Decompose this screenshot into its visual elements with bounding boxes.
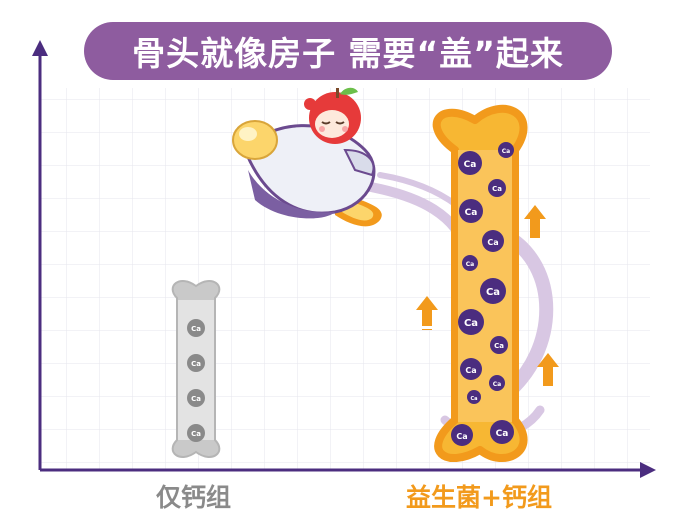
svg-text:Ca: Ca [502, 148, 510, 155]
calcium-icon: Ca [490, 420, 514, 444]
svg-text:Ca: Ca [466, 261, 474, 268]
svg-text:Ca: Ca [470, 396, 477, 402]
calcium-icon: Ca [458, 151, 482, 175]
calcium-icon: Ca [459, 199, 483, 223]
svg-text:Ca: Ca [456, 432, 467, 441]
up-arrow-icon [537, 353, 559, 386]
calcium-icon: Ca [482, 230, 504, 252]
y-axis-arrow-icon [32, 40, 48, 56]
label-probiotic-calcium: 益生菌+钙组 [406, 483, 552, 512]
x-axis-arrow-icon [640, 462, 656, 478]
calcium-icon: Ca [480, 278, 506, 304]
up-arrow-icon [416, 296, 438, 330]
calcium-icon: Ca [187, 354, 205, 372]
calcium-icon: Ca [490, 336, 508, 354]
label-calcium-only: 仅钙组 [156, 483, 232, 512]
calcium-icon: Ca [462, 255, 478, 271]
calcium-icon: Ca [458, 309, 484, 335]
calcium-icon: Ca [489, 375, 505, 391]
calcium-icon: Ca [187, 319, 205, 337]
svg-text:Ca: Ca [494, 342, 504, 350]
svg-text:Ca: Ca [191, 430, 201, 438]
svg-text:Ca: Ca [191, 395, 201, 403]
svg-text:Ca: Ca [465, 366, 476, 375]
page-title: 骨头就像房子 需要“盖”起来 [84, 22, 612, 80]
svg-text:Ca: Ca [493, 381, 501, 388]
calcium-icon: Ca [488, 179, 506, 197]
svg-text:Ca: Ca [492, 185, 502, 193]
calcium-icon: Ca [187, 424, 205, 442]
calcium-icon: Ca [460, 358, 482, 380]
apple-mascot-icon [304, 87, 361, 144]
right-bone-calcium: Ca Ca Ca Ca Ca Ca Ca Ca Ca Ca Ca Ca Ca C… [451, 142, 514, 446]
up-arrow-icon [524, 205, 546, 238]
svg-text:Ca: Ca [487, 238, 498, 247]
calcium-icon: Ca [467, 390, 481, 404]
svg-text:Ca: Ca [191, 360, 201, 368]
svg-text:Ca: Ca [465, 208, 478, 218]
svg-text:Ca: Ca [496, 429, 509, 439]
calcium-icon: Ca [498, 142, 514, 158]
calcium-icon: Ca [187, 389, 205, 407]
svg-text:Ca: Ca [464, 160, 477, 170]
svg-text:Ca: Ca [486, 287, 500, 298]
svg-text:Ca: Ca [191, 325, 201, 333]
rocket-icon [232, 120, 382, 227]
calcium-icon: Ca [451, 424, 473, 446]
left-bone-calcium: Ca Ca Ca Ca [187, 319, 205, 442]
svg-text:Ca: Ca [464, 318, 478, 329]
